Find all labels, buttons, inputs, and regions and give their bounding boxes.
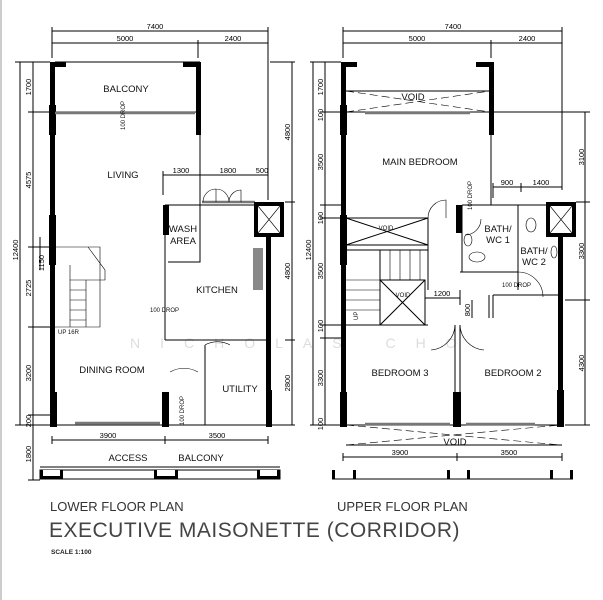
dim-b1: 3900 bbox=[100, 431, 117, 440]
dim-s2: 800 bbox=[463, 304, 472, 317]
dim-left-total: 12400 bbox=[304, 240, 313, 261]
dim-d2: 3500 bbox=[501, 448, 518, 457]
room-dining: DINING ROOM bbox=[79, 365, 145, 376]
room-wash-area: AREA bbox=[170, 236, 197, 247]
watermark: NICHOLAS CHO bbox=[130, 335, 477, 351]
dim-left-total: 12400 bbox=[11, 240, 20, 261]
dim-r2: 4800 bbox=[283, 263, 292, 280]
dim-l4: 2725 bbox=[24, 280, 33, 297]
room-wc-2: WC 2 bbox=[522, 257, 546, 268]
upper-floor-plan: 7400 5000 2400 UP VOID VOID VOID VOID MA… bbox=[304, 22, 590, 480]
dim-r3: 2800 bbox=[283, 375, 292, 392]
stair-up-label: UP 16R bbox=[58, 330, 80, 336]
drop-note: 100 DROP bbox=[121, 101, 127, 130]
dim-total: 7400 bbox=[445, 22, 462, 31]
stair-up-label: UP bbox=[354, 312, 360, 320]
room-balcony: BALCONY bbox=[103, 84, 149, 95]
dim-l2: 100 bbox=[316, 109, 325, 122]
room-bedroom-3: BEDROOM 3 bbox=[371, 368, 428, 379]
room-bedroom-2: BEDROOM 2 bbox=[484, 368, 541, 379]
dim-k1: 1300 bbox=[173, 166, 190, 175]
access-label: ACCESS bbox=[108, 453, 147, 464]
dim-r1: 3100 bbox=[577, 149, 586, 166]
dim-l7: 3300 bbox=[316, 370, 325, 387]
room-bath-1: BATH/ bbox=[484, 224, 512, 235]
void-bottom-label: VOID bbox=[443, 437, 466, 448]
dim-b2: 3500 bbox=[209, 431, 226, 440]
lower-floor-title: LOWER FLOOR PLAN bbox=[50, 499, 184, 514]
dim-r3: 4300 bbox=[577, 355, 586, 372]
room-living: LIVING bbox=[107, 170, 138, 181]
dim-l8: 100 bbox=[316, 418, 325, 431]
lower-floor-plan: 7400 5000 2400 UP 16R BALCONY LIVING WAS… bbox=[11, 22, 295, 481]
drop-note: 100 DROP bbox=[180, 396, 186, 425]
room-kitchen: KITCHEN bbox=[196, 285, 238, 296]
dim-w1: 5000 bbox=[409, 34, 426, 43]
void-label: VOID bbox=[396, 293, 411, 299]
void-top-label: VOID bbox=[401, 92, 424, 103]
room-wash: WASH bbox=[169, 224, 197, 235]
dim-l1: 1700 bbox=[316, 79, 325, 96]
dim-r2: 3300 bbox=[577, 243, 586, 260]
drawing-heading: EXECUTIVE MAISONETTE (CORRIDOR) bbox=[49, 519, 460, 542]
dim-w2: 2400 bbox=[225, 34, 242, 43]
drop-note: 100 DROP bbox=[502, 283, 531, 289]
dim-b1: 900 bbox=[501, 178, 514, 187]
drop-note: 100 DROP bbox=[150, 308, 179, 314]
dim-l4: 100 bbox=[316, 212, 325, 225]
dim-l6: 200 bbox=[24, 415, 33, 428]
dim-l2: 4575 bbox=[24, 172, 33, 189]
dim-b2: 1400 bbox=[533, 178, 550, 187]
dim-k3: 500 bbox=[256, 166, 269, 175]
dim-l3: 3500 bbox=[316, 154, 325, 171]
dim-s1: 1200 bbox=[434, 289, 451, 298]
dim-w1: 5000 bbox=[117, 34, 134, 43]
room-main-bedroom: MAIN BEDROOM bbox=[382, 157, 458, 168]
scale-label: SCALE 1:100 bbox=[51, 549, 92, 556]
dim-l5: 3500 bbox=[316, 263, 325, 280]
void-mid-label: VOID bbox=[379, 226, 394, 232]
room-utility: UTILITY bbox=[222, 384, 258, 395]
room-wc-1: WC 1 bbox=[486, 235, 510, 246]
dim-l5: 3200 bbox=[24, 365, 33, 382]
dim-d1: 3900 bbox=[392, 448, 409, 457]
drop-note: 100 DROP bbox=[468, 181, 474, 210]
dim-r1: 4800 bbox=[283, 124, 292, 141]
dim-k2: 1800 bbox=[220, 166, 237, 175]
dim-w2: 2400 bbox=[519, 34, 536, 43]
dim-l3: 1150 bbox=[37, 255, 46, 271]
dim-l7: 1800 bbox=[24, 446, 33, 463]
access-balcony-label: BALCONY bbox=[178, 453, 224, 464]
dim-l1: 1700 bbox=[24, 79, 33, 96]
room-bath-2: BATH/ bbox=[520, 246, 548, 257]
upper-floor-title: UPPER FLOOR PLAN bbox=[337, 499, 468, 514]
dim-total: 7400 bbox=[147, 22, 164, 31]
dim-l6: 100 bbox=[316, 320, 325, 333]
